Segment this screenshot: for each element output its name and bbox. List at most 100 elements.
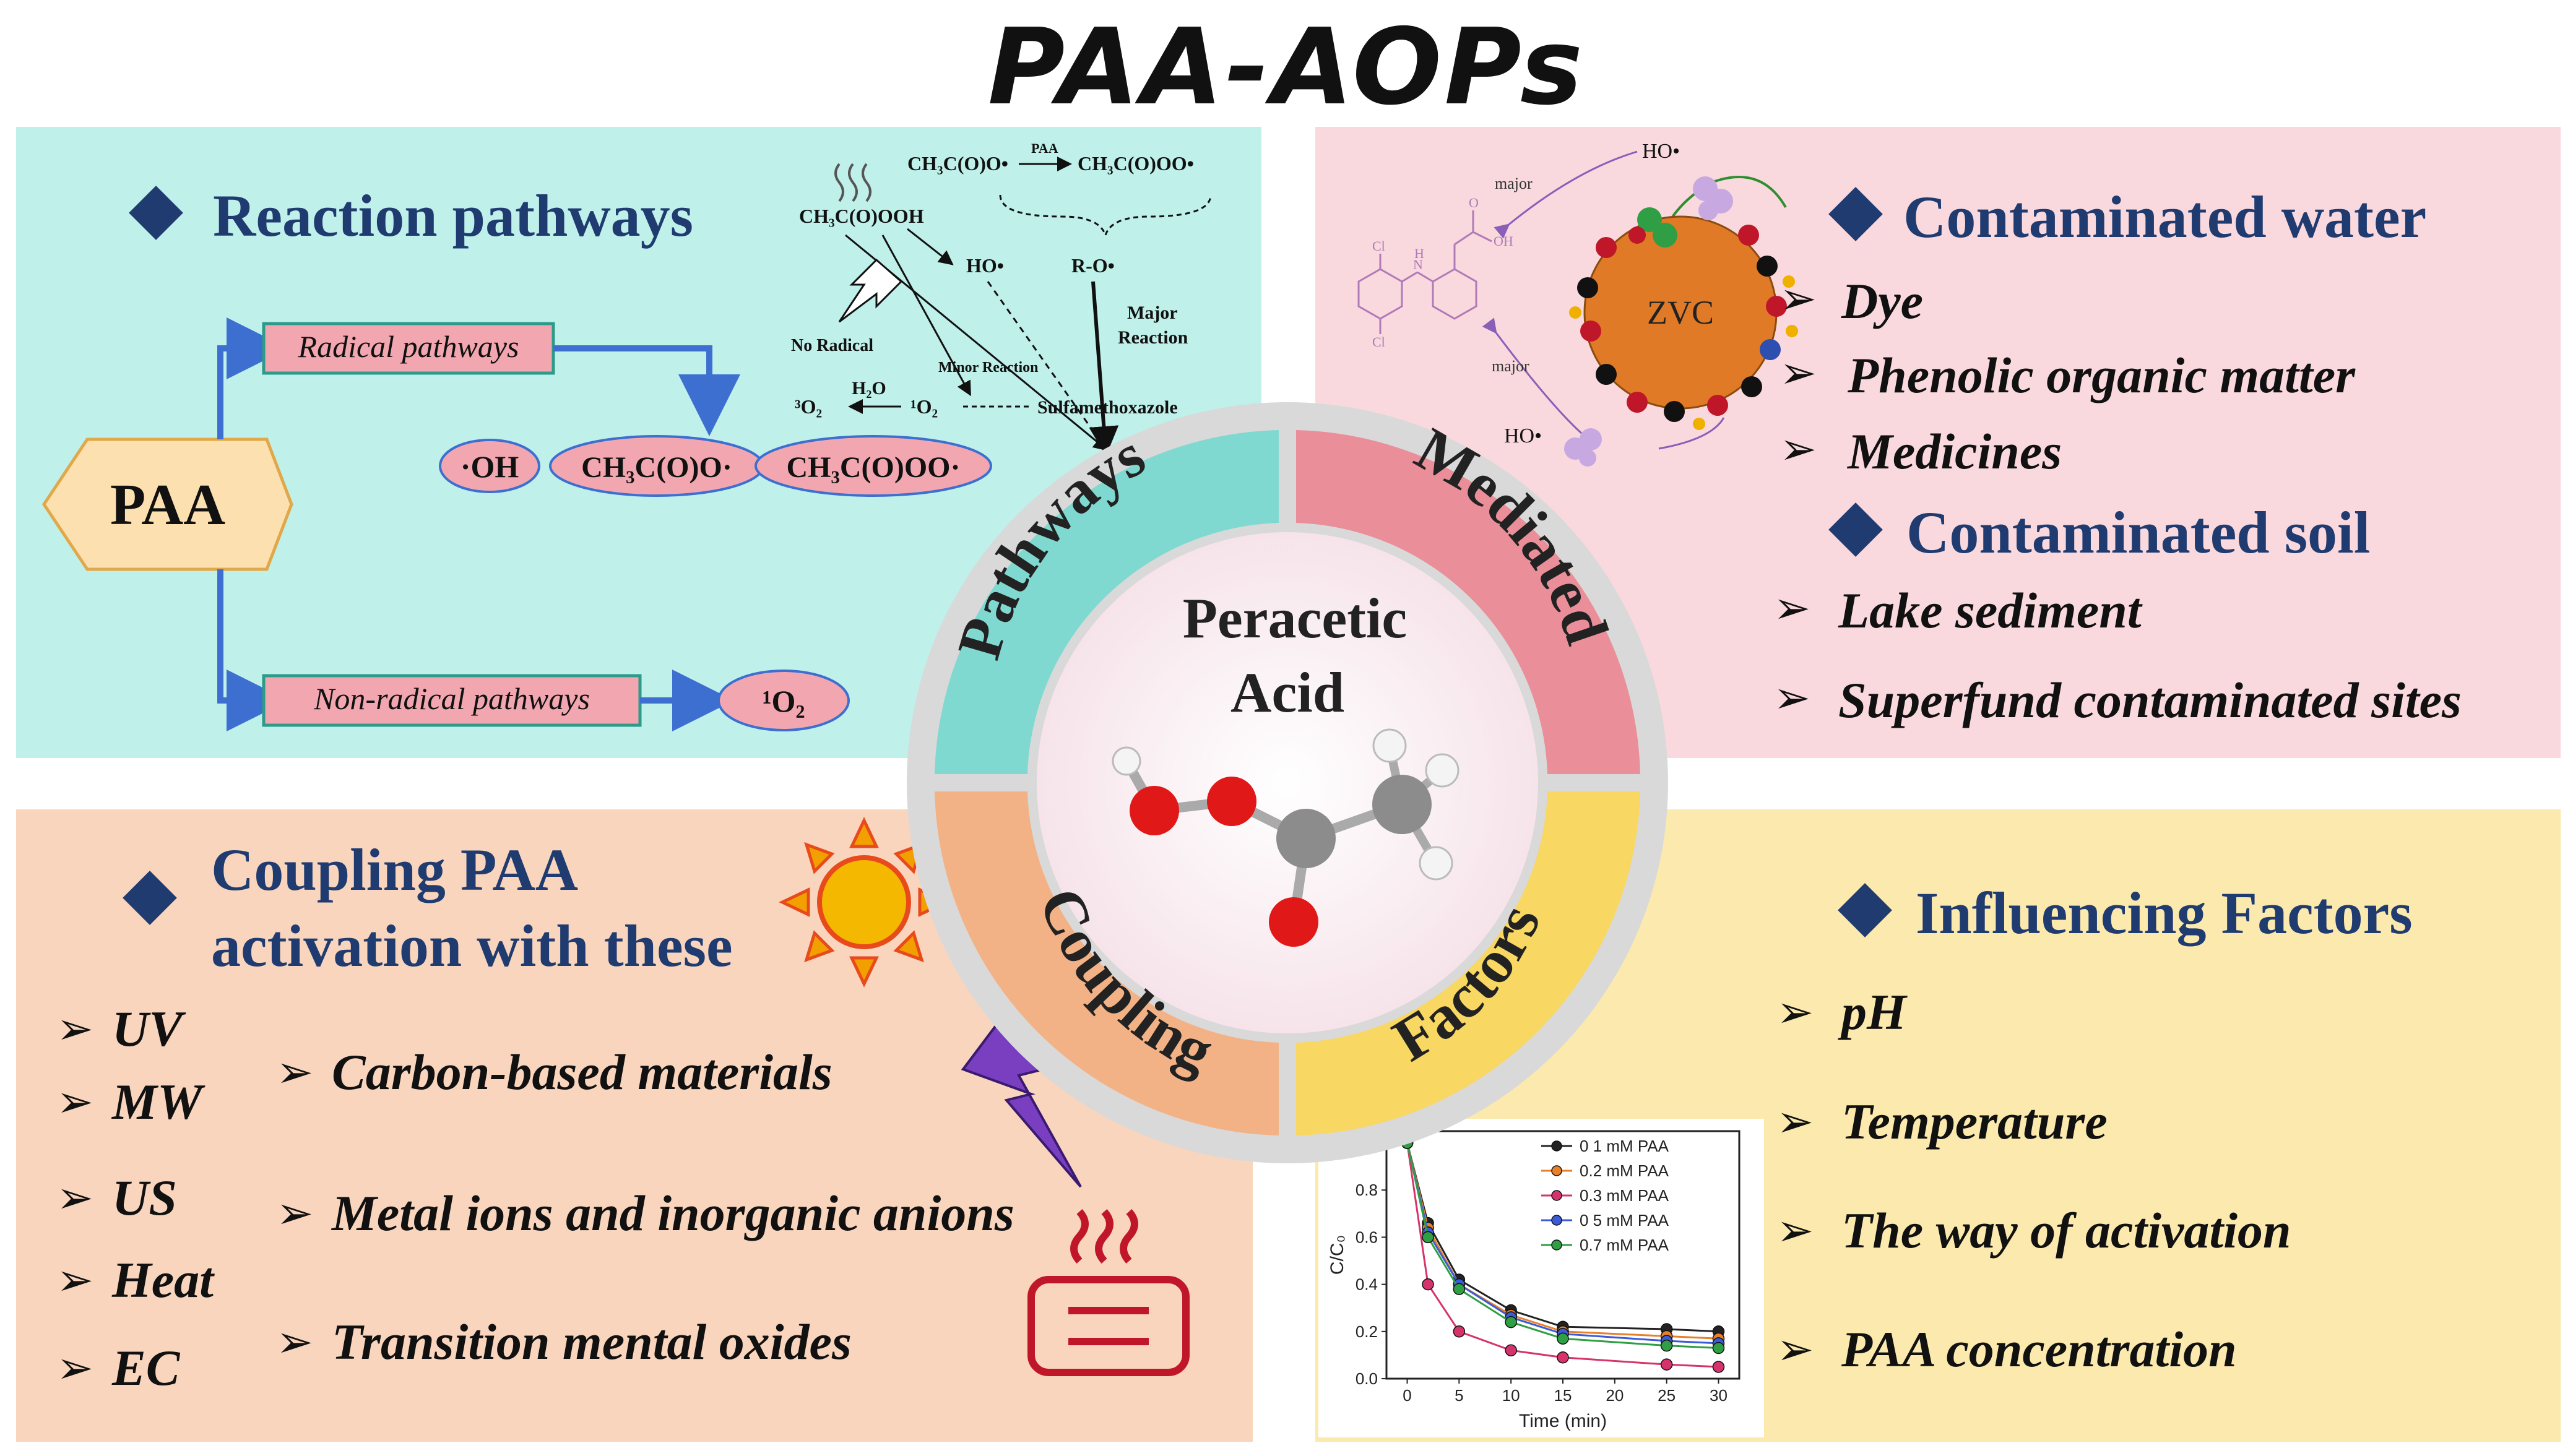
scheme-no-radical: No Radical [791, 336, 873, 355]
arrow-bullet-icon: ➢ [1776, 1323, 1814, 1375]
y-tick-label: 0.6 [1356, 1228, 1378, 1246]
y-tick-label: 0.8 [1356, 1181, 1378, 1199]
cl-label-2: Cl [1372, 334, 1385, 350]
zvc-activation-illustration: Cl Cl N H O OH major major HO• HO• ZVC [1357, 140, 1798, 467]
oh-radical-ellipse [439, 439, 540, 493]
radical-arrow [553, 345, 740, 436]
arrow-bullet-icon: ➢ [1776, 1204, 1814, 1256]
arrow-bullet-icon: ➢ [1773, 582, 1811, 634]
arrow-bullet-icon: ➢ [1779, 423, 1817, 475]
no-radical-arrow-icon [838, 258, 903, 323]
scheme-target: Sulfamethoxazole [1037, 397, 1178, 418]
acyloxy-radical-label: CH₃C(O)O· [581, 451, 732, 484]
scheme-ro: R-O• [1071, 254, 1115, 277]
data-point [1505, 1344, 1517, 1357]
scheme-minor: Minor Reaction [938, 360, 1039, 376]
reaction-scheme: CH₃C(O)OOH CH₃C(O)O• PAA CH₃C(O)OO• HO• … [791, 140, 1212, 456]
ring-segment-factors [1296, 791, 1640, 1135]
scheme-paa-over-arrow: PAA [1031, 140, 1058, 156]
y-axis-label: C/C₀ [1327, 1235, 1347, 1275]
ring-segment-mediated [1296, 430, 1640, 774]
coupling-item-us: US [112, 1170, 177, 1226]
sun-icon [779, 817, 949, 988]
scheme-singlet-oxygen: ¹O₂ [910, 395, 938, 418]
arrow-bullet-icon: ➢ [56, 1342, 94, 1394]
surface-particles [1564, 176, 1798, 467]
singlet-oxygen-label: ¹O₂ [763, 684, 805, 718]
data-point [1422, 1231, 1434, 1244]
coupling-heading-line2: activation with these [211, 913, 733, 979]
coupling-heading-line1: Coupling PAA [211, 837, 579, 903]
scheme-reaction: Reaction [1118, 327, 1188, 348]
legend-label: 0.2 mM PAA [1580, 1161, 1669, 1180]
legend-marker [1551, 1239, 1562, 1251]
legend-marker [1551, 1215, 1562, 1226]
soil-item-lake-sediment: Lake sediment [1838, 582, 2142, 639]
y-tick-label: 0.2 [1356, 1322, 1378, 1341]
data-point [1557, 1351, 1569, 1364]
coupling-item-carbon: Carbon-based materials [332, 1044, 832, 1100]
paa-hexagon [41, 437, 293, 571]
legend-label: 0.7 mM PAA [1580, 1236, 1669, 1254]
x-tick-label: 0 [1403, 1386, 1411, 1405]
y-tick-label: 0.4 [1356, 1275, 1378, 1294]
ho-bottom-label: HO• [1504, 424, 1542, 447]
coupling-icons [779, 817, 1190, 1376]
nh-label: H [1414, 246, 1424, 261]
scheme-acyloxy: CH₃C(O)O• [907, 152, 1008, 174]
legend-label: 0 1 mM PAA [1580, 1137, 1669, 1155]
scheme-ho: HO• [966, 254, 1004, 277]
legend-marker [1551, 1165, 1562, 1176]
connector-up [217, 317, 288, 439]
arrow-bullet-icon: ➢ [276, 1316, 314, 1368]
factor-item-ph: pH [1841, 984, 1906, 1040]
scheme-acylperoxy: CH₃C(O)OO• [1078, 152, 1194, 174]
y-tick-label: 0.0 [1356, 1369, 1378, 1388]
legend-marker [1551, 1190, 1562, 1201]
water-item-phenolic: Phenolic organic matter [1848, 347, 2355, 403]
oh-radical-label: ·OH [461, 449, 519, 484]
scheme-reactant: CH₃C(O)OOH [799, 205, 924, 227]
center-title-line2: Acid [1230, 661, 1344, 724]
coupling-item-heat: Heat [112, 1252, 214, 1308]
data-point [1453, 1283, 1466, 1295]
reaction-pathways-panel: Reaction pathways PAA Radical pathways ·… [16, 127, 1261, 758]
coupling-item-mw: MW [112, 1074, 202, 1130]
data-point [1557, 1332, 1569, 1345]
heat-waves-icon [834, 163, 871, 202]
factor-item-temperature: Temperature [1841, 1093, 2108, 1150]
nonradical-pathways-box [262, 674, 642, 727]
water-item-dye: Dye [1841, 273, 1924, 329]
major-label-bottom: major [1492, 357, 1529, 375]
cl-label-1: Cl [1372, 238, 1385, 254]
soil-item-superfund: Superfund contaminated sites [1838, 672, 2462, 728]
ho-top-label: HO• [1642, 140, 1680, 163]
arrow-bullet-icon: ➢ [276, 1187, 314, 1239]
coupling-item-uv: UV [112, 1001, 183, 1057]
reaction-pathways-heading: Reaction pathways [213, 183, 694, 249]
paa-decay-chart: 0.00.20.40.60.81.0051015202530Time (min)… [1327, 1130, 1741, 1431]
x-tick-label: 25 [1658, 1386, 1676, 1405]
arrow-bullet-icon: ➢ [276, 1046, 314, 1098]
factor-item-activation: The way of activation [1841, 1202, 2291, 1259]
data-point [1712, 1342, 1725, 1355]
main-title: PAA-AOPs [987, 6, 1586, 129]
influencing-factors-panel: Influencing Factors ➢ pH ➢ Temperature ➢… [1315, 809, 2561, 1442]
nonradical-pathways-label: Non-radical pathways [313, 681, 590, 716]
arrow-bullet-icon: ➢ [56, 1254, 94, 1306]
data-point [1422, 1278, 1434, 1291]
arrow-to-bottom-ho [1482, 317, 1583, 434]
influencing-factors-heading: Influencing Factors [1916, 880, 2413, 946]
arrow-bullet-icon: ➢ [1773, 671, 1811, 723]
radical-pathways-label: Radical pathways [298, 329, 519, 364]
pathways-flow-diagram: PAA Radical pathways ·OH CH₃C(O)O· CH₃C(… [41, 140, 1212, 731]
water-item-medicines: Medicines [1848, 423, 2062, 480]
data-point [1453, 1325, 1466, 1338]
scheme-water: H₂O [852, 378, 886, 398]
acylperoxy-radical-ellipse [755, 435, 992, 497]
peracetic-acid-molecule-icon [1112, 728, 1459, 947]
x-tick-label: 5 [1455, 1386, 1463, 1405]
coupling-item-metal-ions: Metal ions and inorganic anions [332, 1185, 1014, 1241]
paa-label: PAA [110, 473, 225, 537]
